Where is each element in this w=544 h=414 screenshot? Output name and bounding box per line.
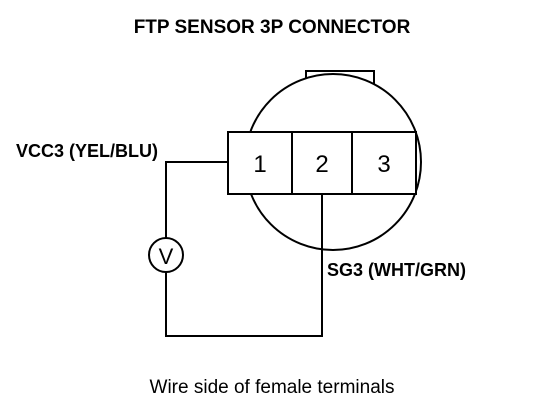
- voltmeter-symbol: V: [159, 244, 174, 269]
- terminal-number-3: 3: [377, 151, 390, 178]
- terminal-cell-1: [227, 131, 293, 195]
- terminal-number-1: 1: [253, 151, 266, 178]
- diagram-title: FTP SENSOR 3P CONNECTOR: [134, 17, 411, 38]
- terminal-number-2: 2: [315, 151, 328, 178]
- terminal-cell-3: [351, 131, 417, 195]
- terminal-block: 1 2 3: [227, 131, 417, 195]
- vcc3-label: VCC3 (YEL/BLU): [16, 141, 158, 161]
- voltmeter: V: [148, 237, 184, 273]
- meter-return-wire: [165, 194, 323, 337]
- sg3-label: SG3 (WHT/GRN): [327, 260, 466, 280]
- diagram-caption: Wire side of female terminals: [150, 377, 395, 398]
- vcc3-wire: [165, 161, 228, 238]
- voltmeter-icon: [148, 237, 184, 273]
